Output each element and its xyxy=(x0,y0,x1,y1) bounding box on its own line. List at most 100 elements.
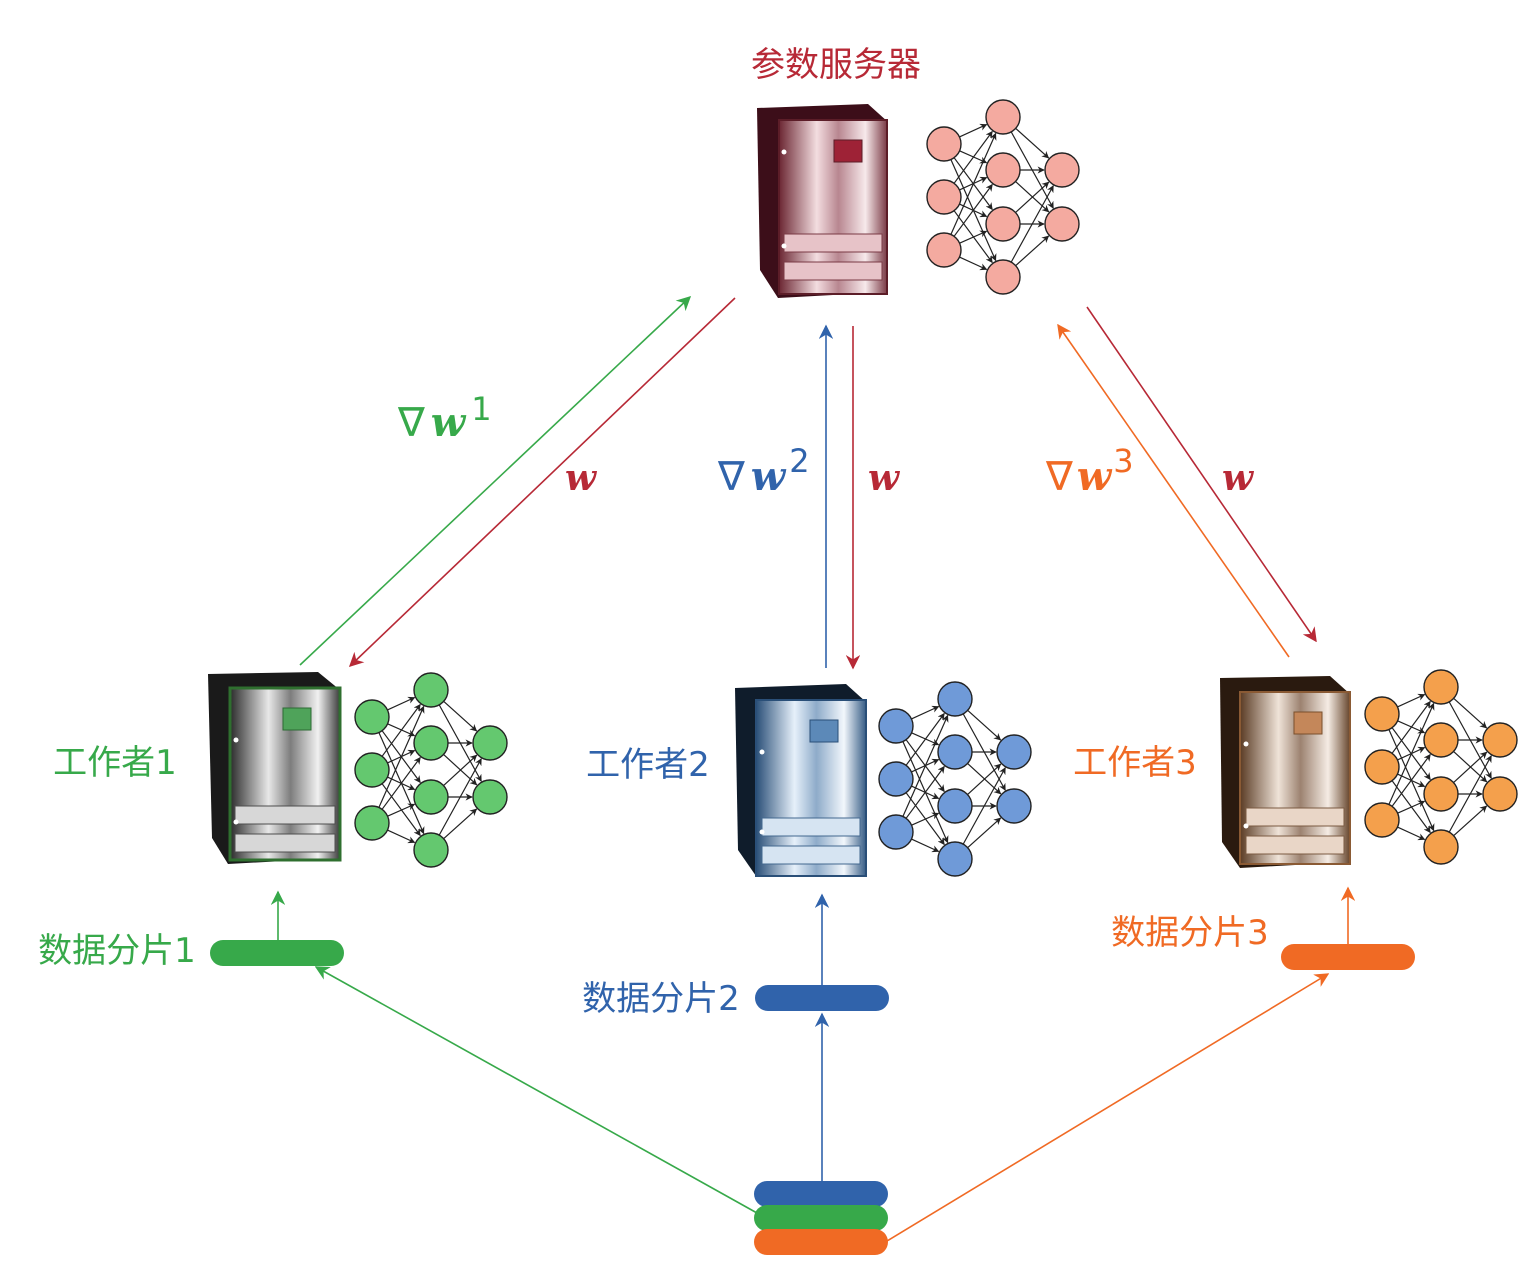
worker3-nn-edge xyxy=(1448,755,1492,833)
worker2-nn-node-l2-n1 xyxy=(996,788,1032,824)
worker1-nn-node-l0-n0 xyxy=(354,699,390,735)
server-nn-edge xyxy=(959,123,988,138)
data-shard-1-disk xyxy=(210,940,344,966)
worker3-nn-edge xyxy=(1397,800,1426,814)
dataset-to-shard1-arrow xyxy=(314,966,758,1214)
worker3-tower-icon xyxy=(1220,676,1351,868)
weights-arrow-worker1 xyxy=(348,297,736,667)
dataset-disk-blue xyxy=(754,1181,888,1207)
worker1-nn-edge xyxy=(387,829,416,844)
server-label: 参数服务器 xyxy=(751,45,921,85)
worker1-nn-edge xyxy=(381,756,421,810)
nabla-symbol: ∇ xyxy=(397,400,425,446)
worker3-nn-node-l1-n2 xyxy=(1423,776,1459,812)
worker1-nn-edge xyxy=(443,754,478,786)
worker2-nn-node-l0-n1 xyxy=(878,761,914,797)
server-nn-node-l1-n0 xyxy=(985,99,1021,135)
worker1-nn-edge xyxy=(381,703,421,757)
worker3-nn-edge xyxy=(1397,826,1426,841)
weights-label-worker3: w xyxy=(1222,457,1255,499)
worker2-nn-node-l1-n0 xyxy=(937,681,973,717)
worker3-nn-edge xyxy=(1391,700,1431,754)
gradient-arrow-worker1 xyxy=(299,296,692,666)
worker2-nn-node-l1-n1 xyxy=(937,734,973,770)
server-nn-node-l0-n2 xyxy=(926,232,962,268)
worker3-nn-edge xyxy=(1453,751,1488,783)
worker1-tower-icon xyxy=(208,672,342,864)
server-nn-node-l1-n1 xyxy=(985,152,1021,188)
worker1-nn-edge xyxy=(387,803,416,817)
worker2-nn-node-l0-n2 xyxy=(878,814,914,850)
worker2-nn-edge xyxy=(967,709,1002,741)
server-nn-edge xyxy=(953,130,993,184)
worker3-nn-node-l1-n0 xyxy=(1423,669,1459,705)
worker-2: 工作者2 xyxy=(586,681,1032,877)
worker3-nn-node-l0-n1 xyxy=(1364,749,1400,785)
worker2-nn-edge xyxy=(911,812,940,826)
worker2-label: 工作者2 xyxy=(586,745,710,785)
worker1-nn-node-l2-n1 xyxy=(472,779,508,815)
worker2-tower-icon xyxy=(735,684,867,877)
worker3-nn-node-l0-n0 xyxy=(1364,696,1400,732)
worker1-nn-edge xyxy=(438,758,482,836)
worker3-nn-node-l2-n1 xyxy=(1482,776,1518,812)
parameter-server: 参数服务器 xyxy=(751,45,1080,298)
server-neural-network-icon xyxy=(926,99,1080,295)
server-nn-node-l0-n1 xyxy=(926,179,962,215)
worker2-nn-edge xyxy=(962,767,1006,845)
weights-label-worker2: w xyxy=(868,457,901,499)
server-nn-node-l2-n1 xyxy=(1044,206,1080,242)
worker3-nn-edge xyxy=(1453,805,1488,837)
server-nn-edge xyxy=(959,256,988,271)
worker1-nn-node-l1-n0 xyxy=(413,672,449,708)
worker3-nn-edge xyxy=(1397,693,1426,708)
full-dataset-stack xyxy=(754,1181,888,1255)
worker1-nn-node-l2-n0 xyxy=(472,725,508,761)
worker1-nn-edge xyxy=(443,700,478,732)
worker3-nn-edge xyxy=(1391,753,1431,807)
data-shard-3-disk xyxy=(1281,944,1415,970)
worker1-nn-node-l1-n1 xyxy=(413,725,449,761)
worker3-nn-edge xyxy=(1388,702,1435,805)
worker3-nn-node-l0-n2 xyxy=(1364,802,1400,838)
worker3-nn-edge xyxy=(1453,697,1488,729)
worker2-nn-edge xyxy=(905,712,945,766)
server-nn-node-l1-n2 xyxy=(985,206,1021,242)
worker2-nn-node-l2-n0 xyxy=(996,734,1032,770)
worker2-nn-edge xyxy=(967,763,1002,795)
server-tower-icon xyxy=(757,104,888,298)
server-nn-edge xyxy=(959,230,988,244)
shard1-label: 数据分片1 xyxy=(38,931,196,971)
worker1-nn-node-l1-n3 xyxy=(413,832,449,868)
worker3-nn-node-l1-n1 xyxy=(1423,722,1459,758)
server-nn-edge xyxy=(1015,127,1050,159)
worker2-nn-node-l0-n0 xyxy=(878,708,914,744)
worker2-nn-edge xyxy=(905,765,945,819)
server-nn-node-l1-n3 xyxy=(985,259,1021,295)
data-shards: 数据分片1 数据分片2 数据分片3 xyxy=(38,913,1415,1019)
shard2-label: 数据分片2 xyxy=(582,979,740,1019)
worker2-nn-edge xyxy=(967,817,1002,849)
worker1-neural-network-icon xyxy=(354,672,508,868)
worker2-neural-network-icon xyxy=(878,681,1032,877)
worker3-label: 工作者3 xyxy=(1073,743,1197,783)
worker1-nn-edge xyxy=(443,808,478,840)
worker3-nn-node-l1-n3 xyxy=(1423,829,1459,865)
weights-label-worker1: w xyxy=(565,457,598,499)
connections xyxy=(270,296,1356,1242)
weights-arrow-worker3 xyxy=(1086,306,1317,643)
worker-1: 工作者1 xyxy=(53,672,508,868)
gradient-arrow-worker3 xyxy=(1057,323,1290,658)
worker-3: 工作者3 xyxy=(1073,669,1518,868)
worker2-nn-edge xyxy=(902,714,949,817)
gradient-label-worker3: ∇w3 xyxy=(1045,442,1134,500)
worker2-nn-node-l1-n3 xyxy=(937,841,973,877)
worker2-nn-node-l1-n2 xyxy=(937,788,973,824)
dataset-disk-orange xyxy=(754,1229,888,1255)
dataset-disk-green xyxy=(754,1205,888,1231)
server-nn-edge xyxy=(950,132,997,235)
